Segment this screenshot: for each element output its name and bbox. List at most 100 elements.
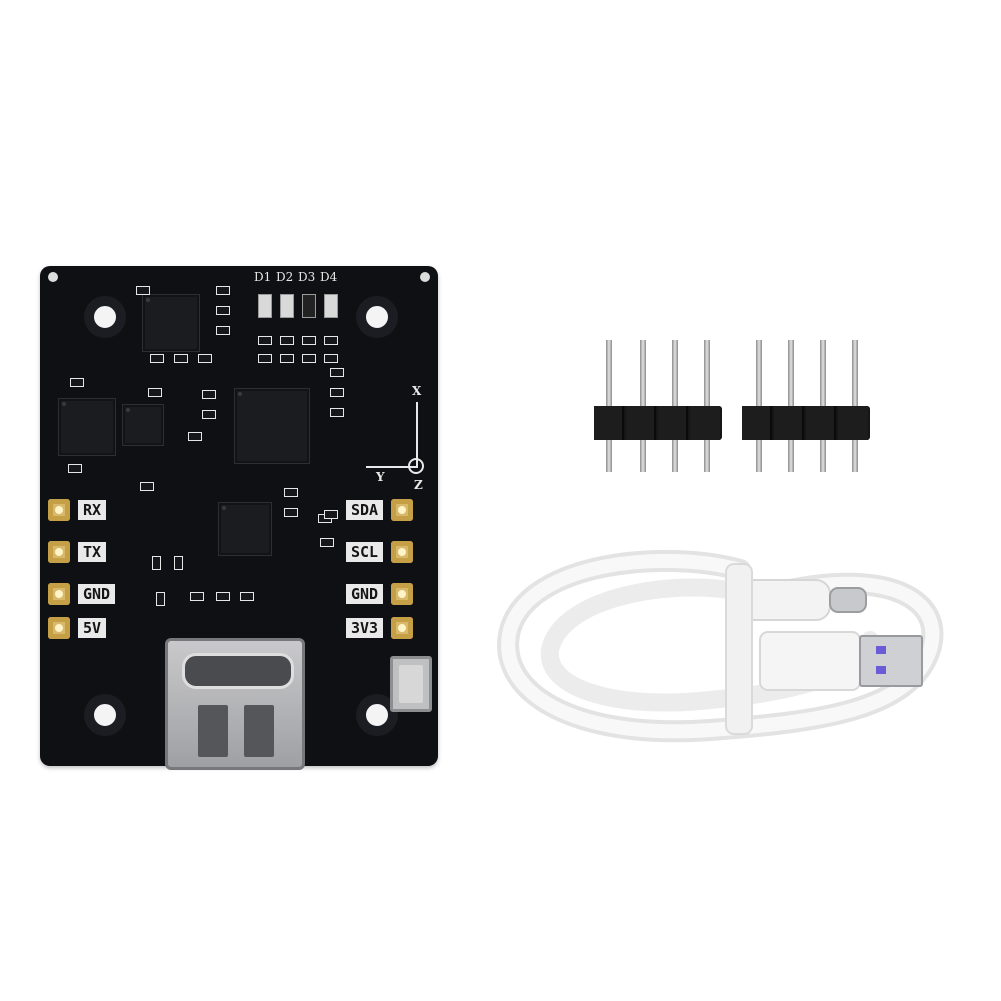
header-segment	[626, 406, 656, 440]
ic-chip	[58, 398, 116, 456]
smd-component	[302, 354, 316, 363]
pin-5v: 5V	[48, 616, 107, 640]
smd-component	[216, 592, 230, 601]
mounting-hole	[356, 296, 398, 338]
usb-a-plug-metal	[859, 635, 923, 687]
pin-scl: SCL	[346, 540, 414, 564]
smd-component	[190, 592, 204, 601]
smd-component	[156, 592, 165, 606]
usb-cable	[497, 549, 944, 743]
cable-tie	[725, 563, 753, 735]
smd-component	[152, 556, 161, 570]
mounting-hole	[84, 296, 126, 338]
smd-component	[216, 286, 230, 295]
header-segment	[690, 406, 720, 440]
axis-z-marker	[408, 458, 424, 474]
smd-component	[216, 306, 230, 315]
smd-component	[174, 354, 188, 363]
smd-component	[150, 354, 164, 363]
smd-component	[70, 378, 84, 387]
cable-wire-highlight	[501, 553, 940, 739]
ic-chip	[142, 294, 200, 352]
pin-gnd-left: GND	[48, 582, 116, 606]
header-segment	[838, 406, 868, 440]
led-label: D3	[298, 270, 316, 284]
led-label: D1	[254, 270, 272, 284]
header-segment	[742, 406, 772, 440]
led-label: D2	[276, 270, 294, 284]
smd-component	[330, 408, 344, 417]
via	[420, 272, 430, 282]
gold-pad	[48, 541, 70, 563]
smd-component	[240, 592, 254, 601]
smd-component	[202, 410, 216, 419]
usb-c-slot	[198, 705, 228, 757]
pin-label: TX	[78, 542, 107, 562]
axis-label-x: X	[412, 384, 422, 398]
pin-rx: RX	[48, 498, 107, 522]
gold-pad	[48, 499, 70, 521]
smd-component	[136, 286, 150, 295]
pin-label: GND	[78, 584, 116, 604]
header-segment	[774, 406, 804, 440]
gold-pad	[391, 499, 414, 521]
smd-component	[284, 508, 298, 517]
usb-a-plug-window	[876, 666, 886, 674]
smd-component	[68, 464, 82, 473]
smd-component	[320, 538, 334, 547]
pin-label: 3V3	[346, 618, 384, 638]
mcu-chip	[234, 388, 310, 464]
pin-label: 5V	[78, 618, 107, 638]
smd-component	[324, 336, 338, 345]
pin-tx: TX	[48, 540, 107, 564]
crystal-oscillator	[390, 656, 432, 712]
smd-component	[258, 336, 272, 345]
axis-line-x	[416, 402, 418, 468]
via	[48, 272, 58, 282]
pin-label: GND	[346, 584, 384, 604]
led-label: D4	[320, 270, 338, 284]
led	[280, 294, 294, 318]
led	[258, 294, 272, 318]
smd-component	[330, 388, 344, 397]
gold-pad	[48, 617, 70, 639]
gold-pad	[48, 583, 70, 605]
smd-component	[198, 354, 212, 363]
led	[324, 294, 338, 318]
pin-label: RX	[78, 500, 107, 520]
mounting-hole	[84, 694, 126, 736]
axis-label-y: Y	[376, 470, 385, 484]
smd-component	[148, 388, 162, 397]
led	[302, 294, 316, 318]
header-segment	[806, 406, 836, 440]
usb-a-plug-window	[876, 646, 886, 654]
smd-component	[174, 556, 183, 570]
smd-component	[202, 390, 216, 399]
gold-pad	[391, 617, 414, 639]
smd-component	[324, 354, 338, 363]
smd-component	[188, 432, 202, 441]
smd-component	[280, 336, 294, 345]
pin-label: SDA	[346, 500, 384, 520]
gold-pad	[391, 583, 414, 605]
smd-component	[258, 354, 272, 363]
smd-component	[330, 368, 344, 377]
usb-c-slot	[244, 705, 274, 757]
smd-component	[216, 326, 230, 335]
ic-chip	[218, 502, 272, 556]
smd-component	[302, 336, 316, 345]
header-plastic	[594, 406, 722, 440]
smd-component	[140, 482, 154, 491]
pin-sda: SDA	[346, 498, 414, 522]
sensor-board: D1 D2 D3 D4 X Y Z RX TX GND 5V	[40, 266, 438, 766]
header-plastic	[742, 406, 870, 440]
smd-component	[284, 488, 298, 497]
usb-c-opening	[182, 653, 294, 689]
usb-c-plug-tip	[829, 587, 867, 613]
crystal-top	[399, 665, 423, 703]
axis-label-z: Z	[414, 478, 423, 492]
usb-c-port	[165, 638, 305, 770]
pin-3v3: 3V3	[346, 616, 414, 640]
smd-component	[324, 510, 338, 519]
